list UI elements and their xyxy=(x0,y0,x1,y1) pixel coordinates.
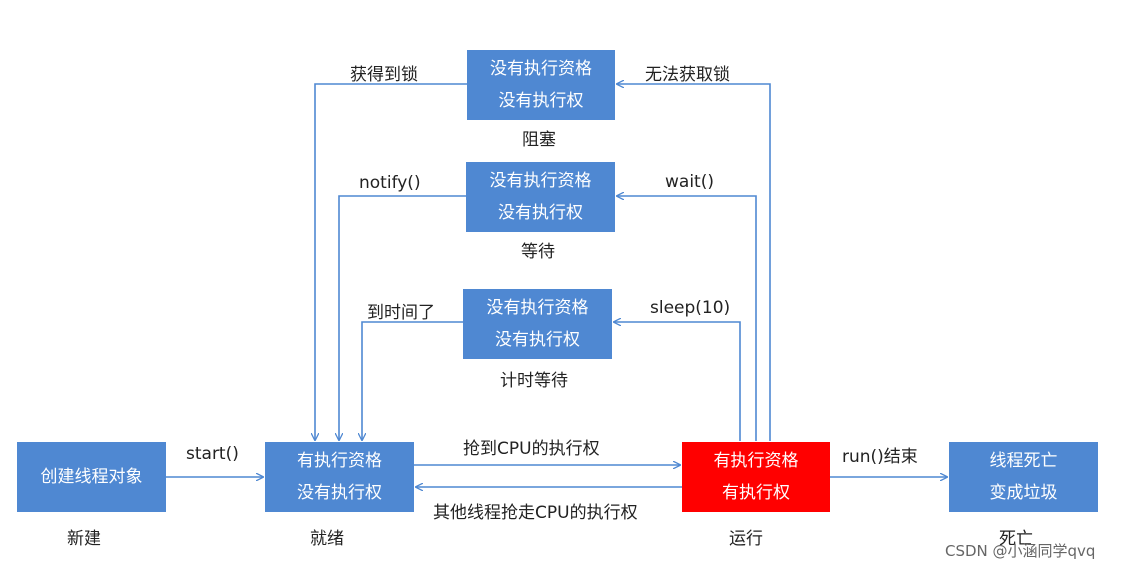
state-timed-waiting-box: 没有执行资格 没有执行权 xyxy=(463,289,612,359)
label-time-up: 到时间了 xyxy=(367,303,435,323)
csdn-watermark: CSDN @小涵同学qvq xyxy=(945,542,1096,560)
arrow-time-up xyxy=(362,321,463,440)
state-running-line2: 有执行权 xyxy=(722,483,790,503)
state-running-box: 有执行资格 有执行权 xyxy=(682,442,830,512)
state-blocked-line1: 没有执行资格 xyxy=(490,59,592,79)
state-ready-caption: 就绪 xyxy=(310,529,344,549)
state-waiting-line2: 没有执行权 xyxy=(498,203,583,223)
arrow-wait xyxy=(617,196,757,441)
state-timed-waiting-caption: 计时等待 xyxy=(500,371,568,391)
label-notify: notify() xyxy=(359,173,421,193)
state-timed-waiting-line2: 没有执行权 xyxy=(495,330,580,350)
state-running-line1: 有执行资格 xyxy=(713,451,799,471)
label-cannot-lock: 无法获取锁 xyxy=(645,65,730,85)
state-ready-box: 有执行资格 没有执行权 xyxy=(265,442,414,512)
arrow-cannot-lock xyxy=(617,84,771,441)
label-start: start() xyxy=(186,444,239,464)
label-sleep: sleep(10) xyxy=(650,298,731,318)
state-dead-box: 线程死亡 变成垃圾 xyxy=(949,442,1098,512)
state-blocked-caption: 阻塞 xyxy=(522,130,556,150)
state-waiting-line1: 没有执行资格 xyxy=(489,171,592,191)
state-blocked-box: 没有执行资格 没有执行权 xyxy=(467,50,615,120)
label-got-lock: 获得到锁 xyxy=(350,65,418,85)
state-new-caption: 新建 xyxy=(67,529,101,549)
label-wait: wait() xyxy=(665,172,714,192)
arrow-sleep xyxy=(614,322,741,441)
label-grab-cpu: 抢到CPU的执行权 xyxy=(463,439,600,459)
label-run-end: run()结束 xyxy=(842,447,918,467)
state-dead-caption: 死亡 xyxy=(999,529,1033,549)
state-blocked-line2: 没有执行权 xyxy=(498,91,584,111)
state-new-label: 创建线程对象 xyxy=(40,467,143,487)
arrow-got-lock xyxy=(315,83,467,440)
state-ready-line2: 没有执行权 xyxy=(297,483,382,503)
arrow-notify xyxy=(339,195,466,440)
state-waiting-caption: 等待 xyxy=(521,242,555,262)
state-dead-line1: 线程死亡 xyxy=(989,451,1058,471)
state-dead-line2: 变成垃圾 xyxy=(989,483,1058,503)
state-running-caption: 运行 xyxy=(729,529,763,549)
state-new-box: 创建线程对象 xyxy=(17,442,166,512)
state-timed-waiting-line1: 没有执行资格 xyxy=(486,298,589,318)
state-ready-line1: 有执行资格 xyxy=(297,451,382,471)
label-lose-cpu: 其他线程抢走CPU的执行权 xyxy=(433,503,638,523)
state-waiting-box: 没有执行资格 没有执行权 xyxy=(466,162,615,232)
